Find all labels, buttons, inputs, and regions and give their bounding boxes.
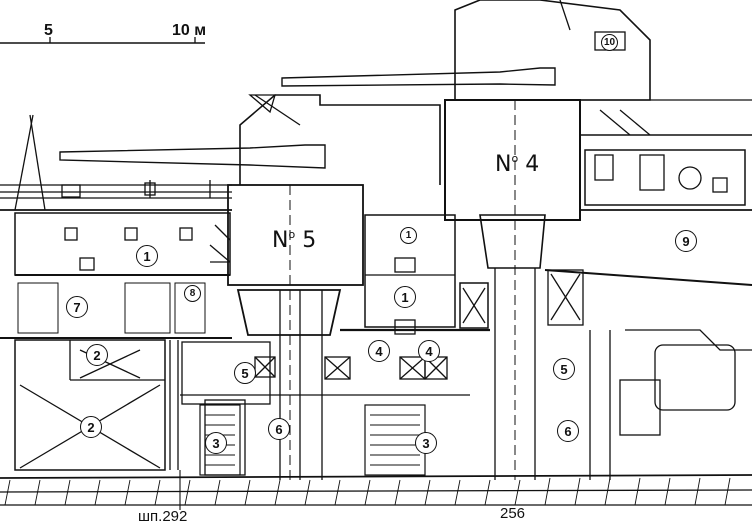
turret-4-drawing (281, 0, 651, 480)
marker-10: 10 (601, 34, 618, 51)
hull-hatching (4, 477, 731, 506)
marker-4: 4 (418, 340, 440, 362)
lower-compartments (180, 341, 470, 476)
marker-1: 1 (394, 286, 416, 308)
ladder-stripes (205, 414, 420, 466)
frame-label-right: 256 (500, 505, 526, 522)
marker-2: 2 (80, 416, 102, 438)
stripes-left (17, 282, 206, 334)
marker-4: 4 (368, 340, 390, 362)
scale-bar (0, 37, 205, 44)
lower-hull-left (0, 337, 246, 476)
marker-3: 3 (205, 432, 227, 454)
marker-8: 8 (184, 285, 201, 302)
scale-label-right: 10 м (172, 22, 207, 39)
marker-6: 6 (557, 420, 579, 442)
hull-bottom (0, 474, 752, 506)
upper-deck-left (0, 114, 232, 211)
right-machinery (589, 329, 752, 480)
frame-label-left: шп.292 (138, 508, 188, 525)
left-superstructure (14, 182, 231, 276)
marker-9: 9 (675, 230, 697, 252)
mid-compartment (340, 214, 490, 335)
turret-5-drawing (59, 94, 441, 480)
marker-1: 1 (400, 227, 417, 244)
marker-1: 1 (136, 245, 158, 267)
marker-5: 5 (234, 362, 256, 384)
turret-5-label: No 5 (272, 228, 317, 253)
marker-6: 6 (268, 418, 290, 440)
marker-5: 5 (553, 358, 575, 380)
turret-4-label: No 4 (495, 152, 540, 177)
scale-label-left: 5 (44, 22, 53, 39)
marker-7: 7 (66, 296, 88, 318)
right-superstructure (544, 99, 752, 326)
marker-2: 2 (86, 344, 108, 366)
marker-3: 3 (415, 432, 437, 454)
